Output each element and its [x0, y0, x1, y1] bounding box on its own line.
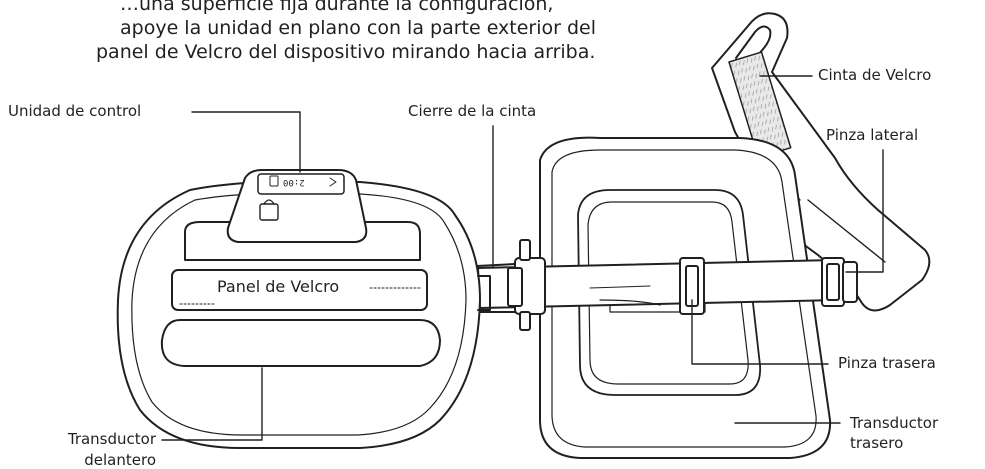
leader-side-clip — [845, 149, 884, 273]
label-front-transducer-line1: Transductor — [67, 430, 156, 448]
label-strap-buckle: Cierre de la cinta — [408, 102, 537, 120]
velcro-panel-label: Panel de Velcro — [215, 277, 342, 296]
intro-line-1: …una superficie fija durante la configur… — [120, 0, 554, 15]
label-velcro-strap: Cinta de Velcro — [818, 66, 932, 84]
control-unit — [226, 169, 368, 243]
display-readout: 2:00 — [283, 177, 305, 187]
leader-rear-clip — [691, 299, 829, 365]
side-clip — [821, 257, 858, 307]
label-front-transducer-line2: delantero — [84, 451, 156, 469]
control-unit-display — [257, 173, 345, 195]
intro-line-2: apoye la unidad en plano con la parte ex… — [120, 17, 597, 39]
display-arrow-icon — [329, 177, 337, 187]
rear-clip — [679, 257, 705, 315]
label-control-unit: Unidad de control — [8, 102, 142, 120]
strap-buckle — [476, 239, 546, 331]
control-unit-button — [259, 203, 279, 221]
leader-control-unit — [191, 111, 301, 173]
label-side-clip: Pinza lateral — [826, 126, 919, 144]
label-rear-transducer-line2: trasero — [850, 434, 904, 452]
display-battery-icon — [269, 175, 279, 187]
intro-line-3: panel de Velcro del dispositivo mirando … — [96, 41, 596, 63]
label-rear-clip: Pinza trasera — [838, 354, 936, 372]
label-rear-transducer-line1: Transductor — [850, 414, 939, 432]
leader-front-transducer — [161, 367, 263, 441]
front-pad-handle — [160, 319, 441, 367]
